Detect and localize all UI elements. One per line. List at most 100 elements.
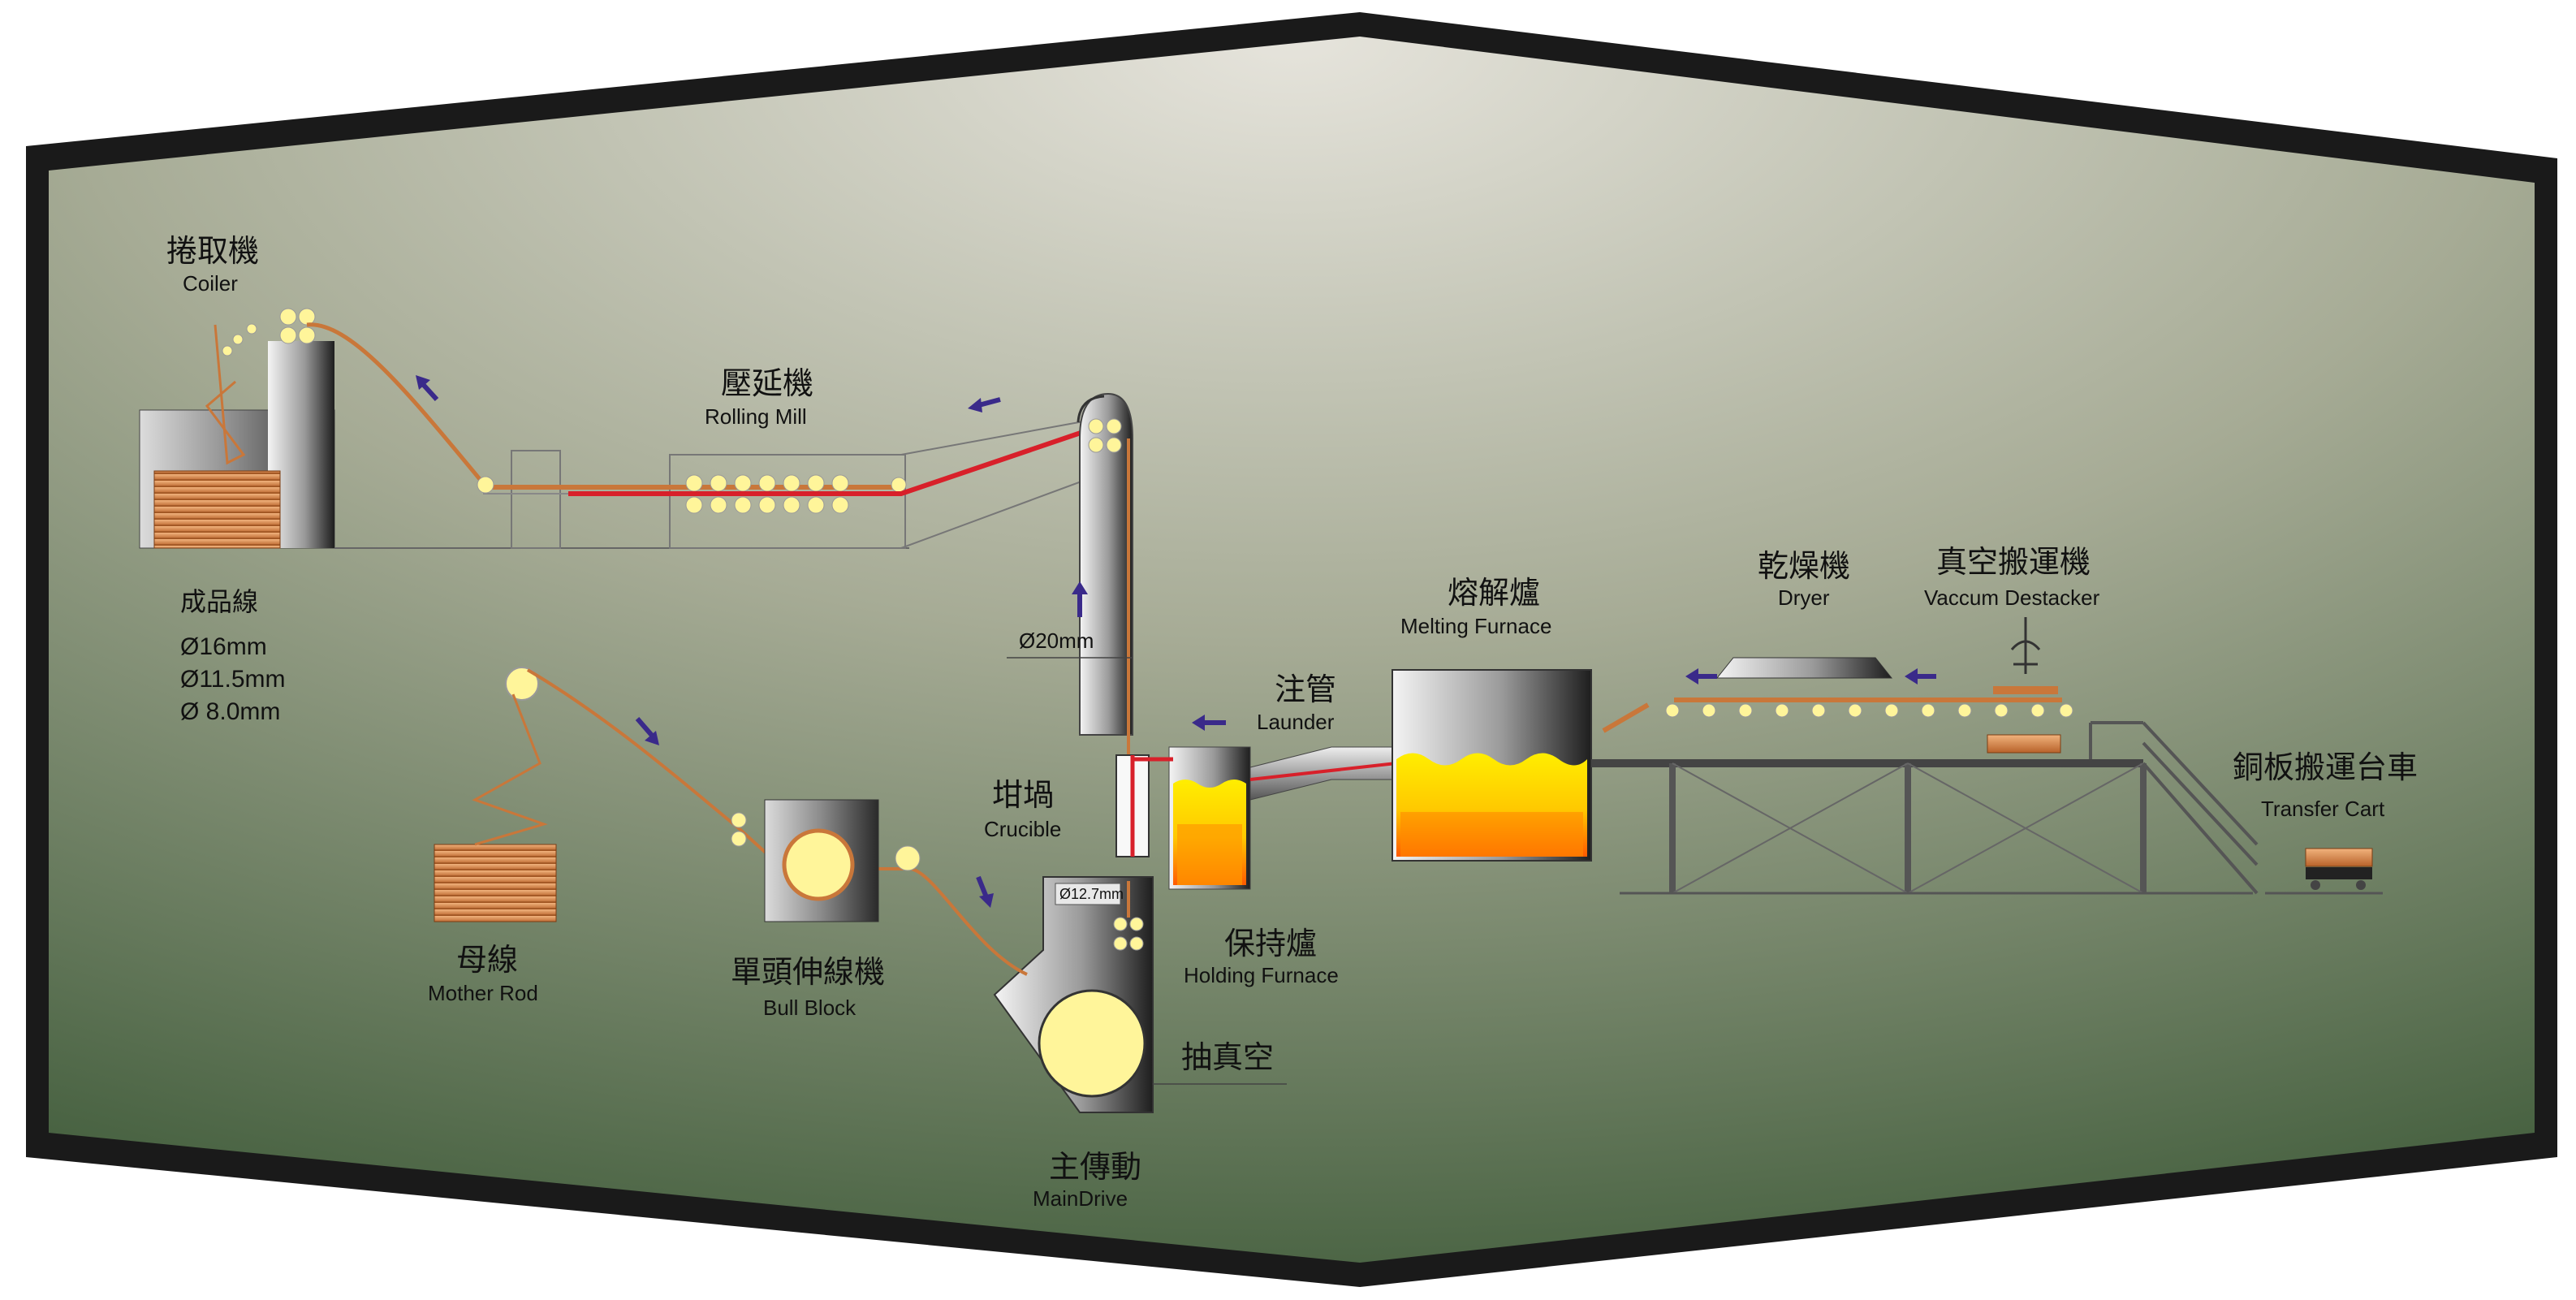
product-diameter-1: Ø16mm bbox=[180, 633, 267, 660]
direction-arrow-icon bbox=[1905, 668, 1936, 685]
bull-roller bbox=[731, 831, 747, 847]
coiler-roller bbox=[279, 308, 297, 326]
bull-block-machine bbox=[731, 799, 921, 922]
conveyor-roller bbox=[1848, 703, 1862, 718]
melting-subtitle: Melting Furnace bbox=[1400, 614, 1551, 638]
tower-roller bbox=[1088, 437, 1104, 453]
tower-roller bbox=[1106, 437, 1122, 453]
mill-roller bbox=[710, 474, 727, 492]
rolling-subtitle: Rolling Mill bbox=[705, 404, 807, 429]
rolling-mill-machine bbox=[477, 450, 907, 549]
conveyor-roller bbox=[1994, 703, 2009, 718]
conveyor-roller bbox=[1738, 703, 1753, 718]
holding-title: 保持爐 bbox=[1224, 926, 1317, 961]
mill-roller bbox=[807, 474, 825, 492]
bull-subtitle: Bull Block bbox=[763, 996, 857, 1020]
tower-roller bbox=[1088, 418, 1104, 434]
rolling-title: 壓延機 bbox=[721, 365, 813, 401]
panel-background bbox=[49, 37, 2535, 1263]
mill-roller bbox=[685, 474, 703, 492]
direction-arrow-icon bbox=[1072, 581, 1088, 617]
coiler-machine bbox=[139, 308, 335, 549]
coiler-subtitle: Coiler bbox=[183, 271, 238, 296]
coiler-roller bbox=[222, 345, 233, 356]
conveyor-roller bbox=[1775, 703, 1789, 718]
tower-roller bbox=[1106, 418, 1122, 434]
stair-railing bbox=[2089, 721, 2259, 895]
holding-subtitle: Holding Furnace bbox=[1184, 963, 1339, 987]
direction-arrow-icon bbox=[976, 875, 994, 908]
bull-roller bbox=[731, 812, 747, 828]
mother-rod-coil bbox=[434, 667, 557, 922]
direction-arrow-icon bbox=[416, 375, 439, 402]
conveyor-roller bbox=[1921, 703, 1935, 718]
conveyor-roller bbox=[1884, 703, 1899, 718]
bull-title: 單頭伸線機 bbox=[731, 954, 885, 990]
mother-title: 母線 bbox=[456, 942, 518, 978]
dryer-title: 乾燥機 bbox=[1758, 548, 1850, 584]
transfer-cart bbox=[2265, 848, 2383, 895]
destacker-title: 真空搬運機 bbox=[1936, 544, 2091, 580]
coiler-roller bbox=[246, 323, 257, 335]
hot-rod-line bbox=[568, 428, 1089, 496]
mill-roller bbox=[783, 496, 800, 514]
conveyor-roller bbox=[1811, 703, 1826, 718]
direction-arrow-icon bbox=[1685, 668, 1717, 685]
launder-subtitle: Launder bbox=[1257, 710, 1335, 734]
mill-roller bbox=[831, 474, 849, 492]
coiler-roller bbox=[279, 326, 297, 344]
bull-roller bbox=[895, 845, 921, 871]
crucible-title: 坩堝 bbox=[992, 777, 1054, 813]
direction-arrow-icon bbox=[635, 717, 659, 745]
destacker-subtitle: Vaccum Destacker bbox=[1924, 585, 2100, 610]
conveyor-roller bbox=[2030, 703, 2045, 718]
drive-roller bbox=[1113, 936, 1128, 951]
drive-roller bbox=[1113, 917, 1128, 931]
mill-roller bbox=[734, 474, 752, 492]
mill-roller bbox=[758, 496, 776, 514]
direction-arrow-icon bbox=[1192, 715, 1226, 731]
vacuum-destacker bbox=[1987, 617, 2061, 754]
main-drive-machine bbox=[993, 876, 1154, 1113]
conveyor-roller bbox=[1665, 703, 1680, 718]
mill-roller bbox=[685, 496, 703, 514]
mill-roller bbox=[831, 496, 849, 514]
conveyor-structure bbox=[1591, 698, 2253, 895]
maindrive-title: 主傳動 bbox=[1049, 1149, 1141, 1185]
coiler-roller bbox=[298, 308, 316, 326]
melting-furnace bbox=[1392, 669, 1592, 862]
melting-title: 熔解爐 bbox=[1448, 575, 1540, 611]
direction-arrow-icon bbox=[968, 397, 1001, 412]
coiler-title: 捲取機 bbox=[166, 233, 259, 269]
coiler-roller bbox=[232, 334, 244, 345]
mill-roller bbox=[477, 476, 494, 494]
product-diameter-3: Ø 8.0mm bbox=[180, 698, 280, 725]
copper-wire-drawing bbox=[526, 668, 1028, 976]
mill-roller bbox=[807, 496, 825, 514]
copper-wire-coiler bbox=[306, 322, 485, 485]
launder-title: 注管 bbox=[1275, 672, 1336, 707]
maindrive-subtitle: MainDrive bbox=[1033, 1186, 1128, 1211]
transfer-title: 銅板搬運台車 bbox=[2233, 749, 2418, 785]
product-title: 成品線 bbox=[180, 586, 258, 617]
vacuum-label: 抽真空 bbox=[1181, 1039, 1274, 1075]
crucible-subtitle: Crucible bbox=[984, 817, 1061, 841]
mill-roller bbox=[758, 474, 776, 492]
drive-roller bbox=[1129, 917, 1144, 931]
mother-subtitle: Mother Rod bbox=[428, 981, 538, 1005]
conveyor-roller bbox=[1957, 703, 1972, 718]
transfer-subtitle: Transfer Cart bbox=[2261, 797, 2385, 821]
coiler-roller bbox=[298, 326, 316, 344]
tower-diameter-label: Ø20mm bbox=[1019, 628, 1094, 653]
product-diameter-2: Ø11.5mm bbox=[180, 666, 285, 693]
drive-diameter-label: Ø12.7mm bbox=[1059, 886, 1124, 902]
mill-roller bbox=[734, 496, 752, 514]
mill-roller bbox=[783, 474, 800, 492]
mill-roller bbox=[891, 477, 907, 493]
drive-roller bbox=[1129, 936, 1144, 951]
conveyor-roller bbox=[2059, 703, 2073, 718]
mill-roller bbox=[710, 496, 727, 514]
dryer-hood bbox=[1715, 657, 1893, 679]
